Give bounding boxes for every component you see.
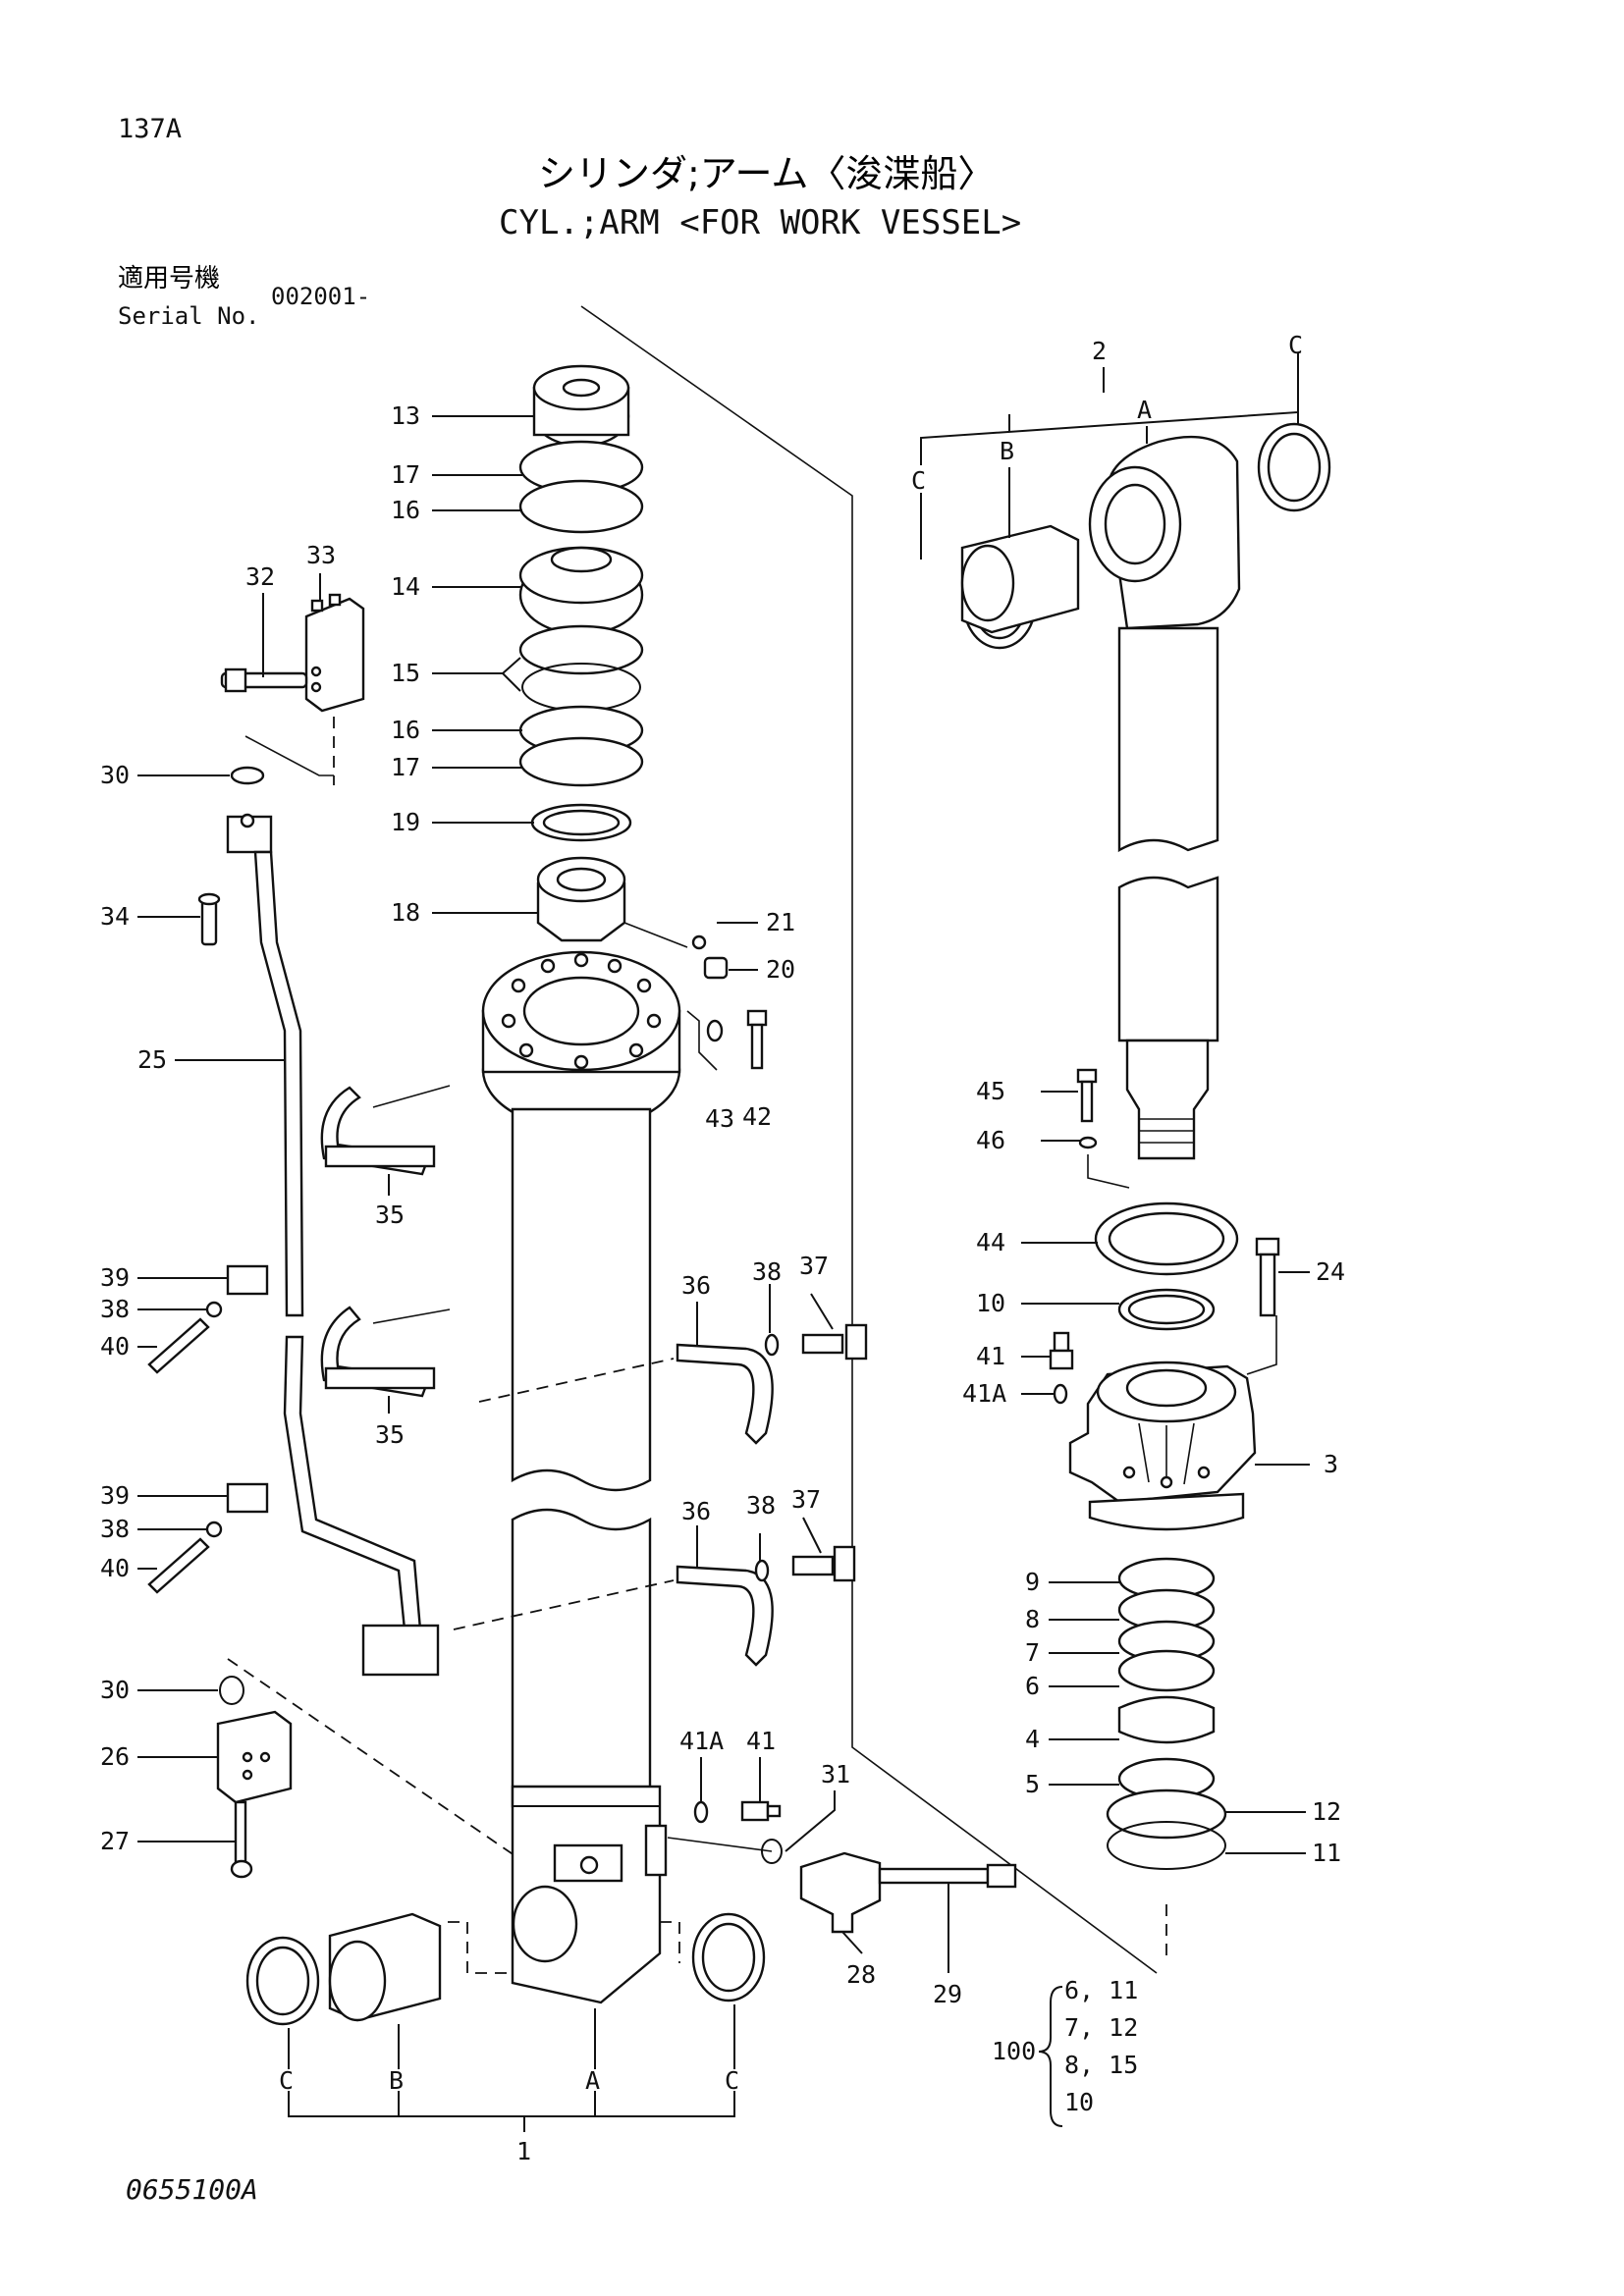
callout-2: 2 <box>1092 337 1107 365</box>
callout-27: 27 <box>100 1827 130 1855</box>
kit-legend: 100 6, 11 7, 12 8, 15 10 <box>992 1976 1138 2127</box>
callout-24: 24 <box>1316 1257 1345 1286</box>
callout-41: 41 <box>746 1727 776 1755</box>
callout-21: 21 <box>766 908 795 936</box>
bottom-right-fittings <box>667 1800 1017 1934</box>
callout-8: 8 <box>1025 1605 1040 1633</box>
callout-36: 36 <box>681 1497 711 1525</box>
callout-1: 1 <box>516 2137 531 2165</box>
callout-10: 10 <box>976 1289 1005 1317</box>
callout-28: 28 <box>846 1960 876 1989</box>
callout-18: 18 <box>391 898 420 927</box>
callout-39: 39 <box>100 1481 130 1510</box>
callout-45: 45 <box>976 1077 1005 1105</box>
callout-14: 14 <box>391 572 420 601</box>
callout-30: 30 <box>100 761 130 789</box>
label-C: C <box>279 2066 294 2095</box>
callout-40: 40 <box>100 1554 130 1582</box>
callout-41A: 41A <box>679 1727 724 1755</box>
callout-17: 17 <box>391 753 420 781</box>
callout-3: 3 <box>1324 1450 1338 1478</box>
kit-row: 8, 15 <box>1064 2051 1138 2079</box>
drawing-number: 0655100A <box>126 2173 258 2206</box>
top-seal-stack <box>518 364 729 980</box>
serial-value: 002001- <box>271 283 370 310</box>
callout-37: 37 <box>799 1252 829 1280</box>
callout-16: 16 <box>391 496 420 524</box>
label-C: C <box>911 466 926 495</box>
label-A: A <box>585 2066 600 2095</box>
valve-block-assembly <box>197 593 440 1677</box>
label-C: C <box>1288 331 1303 359</box>
callout-4: 4 <box>1025 1725 1040 1753</box>
title-english: CYL.;ARM <FOR WORK VESSEL> <box>499 203 1021 242</box>
bottom-left-parts <box>216 1676 766 2026</box>
assembly-envelope <box>227 305 1167 1974</box>
callout-15: 15 <box>391 659 420 687</box>
callout-41: 41 <box>976 1342 1005 1370</box>
callout-31: 31 <box>821 1760 850 1789</box>
callout-13: 13 <box>391 401 420 430</box>
label-B: B <box>389 2066 404 2095</box>
callout-labels: 13 17 16 14 15 16 17 19 18 21 20 43 42 3… <box>100 331 1345 2165</box>
callout-6: 6 <box>1025 1672 1040 1700</box>
serial-label: Serial No. <box>118 302 260 330</box>
callout-35: 35 <box>375 1420 405 1449</box>
callout-37: 37 <box>791 1485 821 1514</box>
callout-38: 38 <box>100 1515 130 1543</box>
label-A: A <box>1137 396 1152 424</box>
callout-36: 36 <box>681 1271 711 1300</box>
callout-17: 17 <box>391 460 420 489</box>
callout-20: 20 <box>766 955 795 984</box>
callout-34: 34 <box>100 902 130 931</box>
page-code: 137A <box>118 114 182 144</box>
callout-19: 19 <box>391 808 420 836</box>
kit-row: 7, 12 <box>1064 2013 1138 2042</box>
callout-35: 35 <box>375 1201 405 1229</box>
callout-39: 39 <box>100 1263 130 1292</box>
callout-46: 46 <box>976 1126 1005 1154</box>
callout-9: 9 <box>1025 1568 1040 1596</box>
callout-43: 43 <box>705 1104 734 1133</box>
cylinder-tube <box>481 950 681 2004</box>
callout-29: 29 <box>933 1980 962 2008</box>
piston-rod-assembly <box>960 422 1331 1870</box>
callout-7: 7 <box>1025 1638 1040 1667</box>
callout-16: 16 <box>391 716 420 744</box>
kit-row: 6, 11 <box>1064 1976 1138 2004</box>
title-japanese: シリンダ;アーム〈浚渫船〉 <box>538 152 995 195</box>
callout-12: 12 <box>1312 1797 1341 1826</box>
callout-5: 5 <box>1025 1770 1040 1798</box>
callout-33: 33 <box>306 541 336 569</box>
callout-38: 38 <box>100 1295 130 1323</box>
callout-11: 11 <box>1312 1839 1341 1867</box>
callout-38: 38 <box>746 1491 776 1520</box>
callout-25: 25 <box>137 1045 167 1074</box>
leader-lines <box>137 353 1310 2132</box>
callout-41A: 41A <box>962 1379 1006 1408</box>
label-B: B <box>1000 437 1014 465</box>
callout-44: 44 <box>976 1228 1005 1256</box>
callout-26: 26 <box>100 1742 130 1771</box>
kit-number: 100 <box>992 2037 1036 2065</box>
kit-row: 10 <box>1064 2088 1094 2116</box>
callout-30: 30 <box>100 1676 130 1704</box>
clamps-and-bolts <box>147 1085 868 1667</box>
applicable-label: 適用号機 <box>118 264 220 294</box>
callout-32: 32 <box>245 562 275 591</box>
callout-40: 40 <box>100 1332 130 1361</box>
bolt-42-washer-43 <box>686 1009 768 1071</box>
callout-42: 42 <box>742 1102 772 1131</box>
label-C: C <box>725 2066 739 2095</box>
callout-38: 38 <box>752 1257 782 1286</box>
